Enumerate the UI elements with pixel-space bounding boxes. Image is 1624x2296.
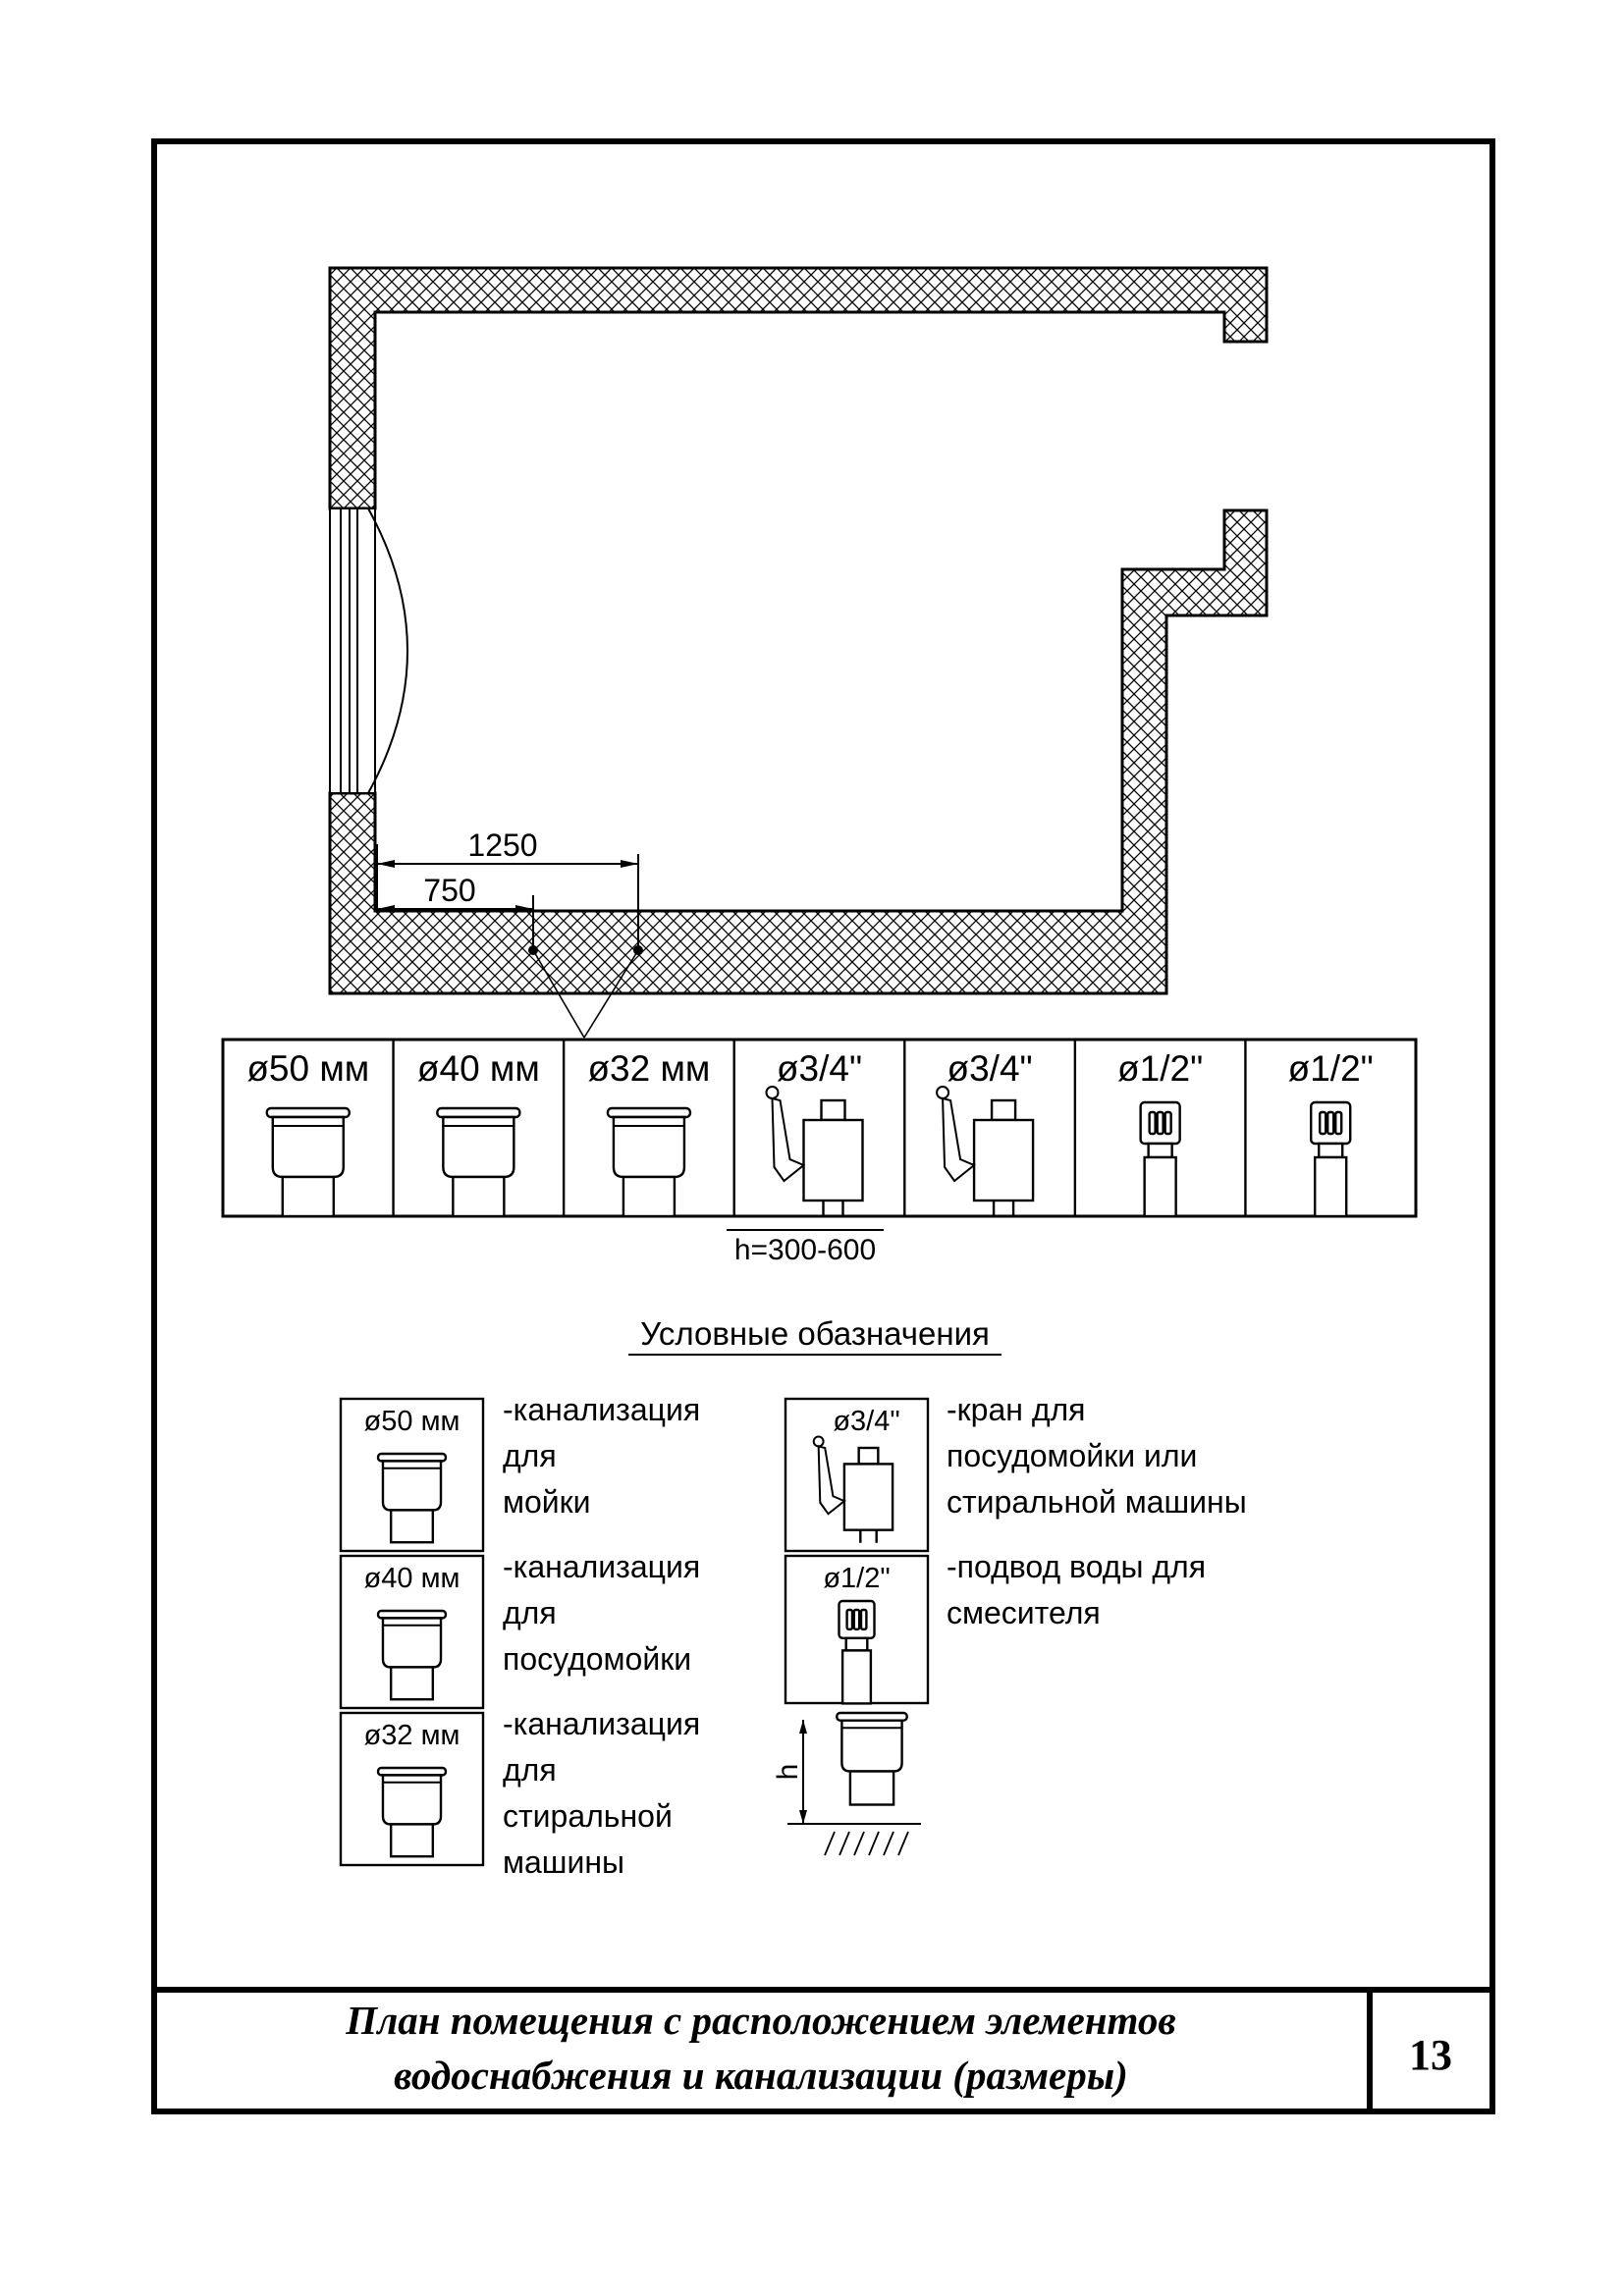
drain-icon [265,1106,351,1218]
legend-description-line: для [503,1438,557,1473]
supply-icon [1139,1100,1181,1218]
valve-icon [936,1086,1035,1216]
legend-description-line: смесителя [947,1595,1101,1630]
strip-cell-s5: ø3/4" [903,1040,1035,1216]
window [329,507,376,794]
drain-icon [436,1106,521,1218]
strip-cell-label: ø32 мм [587,1048,710,1089]
legend: Условные обазначения ø50 мм -канализация д… [339,1315,1247,1880]
legend-title: Условные обазначения [640,1315,990,1352]
legend-item-l5: ø1/2" -подвод воды для смесителя [784,1549,1206,1705]
dim-label-1250: 1250 [467,828,537,863]
legend-description-line: -канализация [503,1392,700,1427]
sheet-frame [151,138,1495,2114]
legend-description-line: -подвод воды для [947,1549,1206,1584]
legend-symbol-label: ø3/4" [833,1406,899,1437]
strip-cell-s4: ø3/4" [732,1040,864,1216]
strip-cell-s6: ø1/2" [1073,1040,1203,1218]
strip-cell-s1: ø50 мм [246,1048,369,1218]
strip-cell-label: ø1/2" [1117,1048,1203,1089]
legend-symbol-box [784,1397,930,1553]
drain-icon [376,1609,448,1701]
legend-description-line: для [503,1595,557,1630]
outlet-strip: ø50 мм ø40 мм ø32 мм ø3/4" ø3/4" ø1/2" ø1/2" [221,1038,1418,1218]
room-plan [328,266,1269,995]
legend-item-l1: ø50 мм -канализация для мойки [339,1392,700,1553]
legend-symbol-box [339,1711,485,1867]
supply-icon [1310,1100,1352,1218]
drain-icon [606,1106,692,1218]
strip-cell-s3: ø32 мм [562,1040,710,1218]
valve-icon [812,1435,894,1543]
legend-description-line: мойки [503,1484,591,1520]
legend-symbol-label: ø50 мм [364,1406,460,1437]
supply-icon [838,1599,876,1705]
drain-icon [376,1452,448,1544]
sheet-title-line2: водоснабжения и канализации (размеры) [394,2053,1128,2098]
legend-item-l3: ø32 мм -канализация для стиральной машины [339,1706,700,1880]
legend-symbol-label: ø40 мм [364,1563,460,1594]
legend-symbol-box [339,1554,485,1710]
legend-description-line: стиральной машины [947,1484,1247,1520]
leader-line [532,949,585,1039]
height-label: h [772,1764,804,1781]
strip-cell-s2: ø40 мм [392,1040,540,1218]
legend-symbol-label: ø32 мм [364,1720,460,1751]
height-note: h=300-600 [734,1234,876,1266]
legend-description-line: -канализация [503,1706,700,1741]
page-number: 13 [1409,2031,1452,2079]
legend-symbol-box [339,1397,485,1553]
strip-cell-label: ø3/4" [777,1048,862,1089]
valve-icon [765,1086,864,1216]
legend-description-line: посудомойки [503,1641,691,1677]
window-swing-arc [367,507,408,794]
legend-description-line: стиральной [503,1798,673,1834]
legend-description-line: машины [503,1844,624,1880]
strip-border [221,1038,1418,1218]
detail-drain-icon [836,1711,908,1806]
strip-cell-label: ø50 мм [246,1048,369,1089]
legend-description-line: для [503,1752,557,1788]
strip-cell-label: ø40 мм [417,1048,540,1089]
legend-description-line: -канализация [503,1549,700,1584]
strip-cell-label: ø3/4" [947,1048,1032,1089]
legend-description-line: посудомойки или [947,1438,1197,1473]
drain-icon [376,1766,448,1858]
installation-height-detail: h [772,1711,921,1856]
strip-cell-s7: ø1/2" [1244,1040,1374,1218]
dim-label-750: 750 [423,873,475,908]
legend-description-line: -кран для [947,1392,1085,1427]
legend-symbol-label: ø1/2" [823,1563,890,1594]
legend-item-l4: ø3/4" -кран для посудомойки или стиральной … [784,1392,1247,1553]
dimensions: 1250 750 [376,828,643,1039]
strip-cell-label: ø1/2" [1288,1048,1374,1089]
legend-item-l2: ø40 мм -канализация для посудомойки [339,1549,700,1710]
sheet-title-line1: План помещения с расположением элементов [345,1998,1175,2043]
